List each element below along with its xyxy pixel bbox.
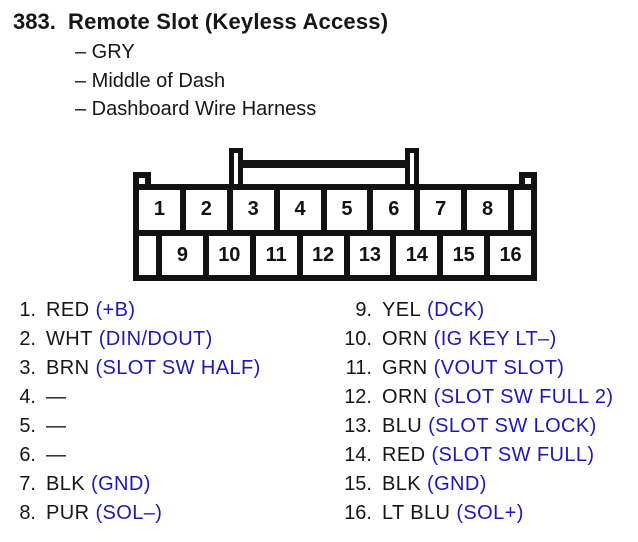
connector-pin-2: 2 <box>185 190 227 230</box>
pin-entry-7: 7. BLK(GND) <box>12 470 261 499</box>
connector-pin-9: 9 <box>162 235 203 275</box>
pin-wire-color: — <box>46 415 67 437</box>
pin-number: 7. <box>19 473 36 495</box>
attribute-connector-color: – GRY <box>75 41 135 63</box>
connector-latch-post-right <box>405 148 419 184</box>
connector-corner-tab-right <box>519 172 537 184</box>
connector-pin-5: 5 <box>326 190 368 230</box>
connector-diagram: 1 2 3 4 5 6 7 8 9 10 11 12 13 14 15 16 <box>133 148 537 281</box>
pin-entry-1: 1. RED(+B) <box>12 296 261 325</box>
pin-wire-color: RED <box>382 444 426 466</box>
connector-pin-12: 12 <box>302 235 344 275</box>
connector-blank-cell <box>514 190 531 230</box>
pin-list-right: 9.YEL(DCK) 10.ORN(IG KEY LT–) 11.GRN(VOU… <box>336 296 613 528</box>
section-number: 383. <box>13 9 56 34</box>
connector-pin-13: 13 <box>349 235 391 275</box>
pin-wire-color: WHT <box>46 328 93 350</box>
pin-wire-color: PUR <box>46 502 90 524</box>
pin-entry-16: 16. LT BLU(SOL+) <box>336 499 613 528</box>
connector-pin-1: 1 <box>139 190 180 230</box>
connector-latch-bar <box>243 160 405 168</box>
connector-attributes: – GRY – Middle of Dash – Dashboard Wire … <box>75 38 316 124</box>
pin-wire-color: ORN <box>382 386 428 408</box>
pin-function: (SLOT SW LOCK) <box>428 415 597 437</box>
connector-latch-post-left <box>229 148 243 184</box>
pin-entry-14: 14. RED(SLOT SW FULL) <box>336 441 613 470</box>
pin-number: 9. <box>355 299 372 321</box>
pin-list-left: 1. RED(+B) 2. WHT(DIN/DOUT) 3. BRN(SLOT SW … <box>12 296 261 528</box>
pin-entry-15: 15. BLK(GND) <box>336 470 613 499</box>
pin-number: 5. <box>19 415 36 437</box>
pin-function: (SLOT SW FULL 2) <box>433 386 614 408</box>
pin-entry-12: 12. ORN(SLOT SW FULL 2) <box>336 383 613 412</box>
pin-number: 2. <box>19 328 36 350</box>
connector-pin-15: 15 <box>443 235 485 275</box>
connector-pin-3: 3 <box>232 190 274 230</box>
pin-number: 10. <box>344 328 372 350</box>
pin-entry-6: 6. — <box>12 441 261 470</box>
connector-blank-cell <box>139 235 156 275</box>
pin-wire-color: BLK <box>382 473 422 495</box>
pin-wire-color: GRN <box>382 357 428 379</box>
pin-wire-color: BRN <box>46 357 90 379</box>
pin-number: 12. <box>344 386 372 408</box>
pin-entry-4: 4. — <box>12 383 261 412</box>
pin-entry-2: 2. WHT(DIN/DOUT) <box>12 325 261 354</box>
connector-pin-10: 10 <box>208 235 250 275</box>
pin-wire-color: ORN <box>382 328 428 350</box>
pin-number: 13. <box>344 415 372 437</box>
pin-function: (DCK) <box>427 299 485 321</box>
page-title: Remote Slot (Keyless Access) <box>68 9 389 34</box>
pin-number: 6. <box>19 444 36 466</box>
pin-wire-color: BLK <box>46 473 86 495</box>
pin-entry-8: 8. PUR(SOL–) <box>12 499 261 528</box>
connector-pin-8: 8 <box>467 190 508 230</box>
pin-wire-color: BLU <box>382 415 423 437</box>
connector-pin-6: 6 <box>373 190 415 230</box>
pin-function: (DIN/DOUT) <box>98 328 213 350</box>
pin-wire-color: LT BLU <box>382 502 451 524</box>
pin-number: 15. <box>344 473 372 495</box>
pin-function: (SOL+) <box>456 502 524 524</box>
pin-function: (SLOT SW FULL) <box>431 444 595 466</box>
pin-function: (+B) <box>95 299 136 321</box>
pin-function: (SOL–) <box>95 502 163 524</box>
pin-function: (SLOT SW HALF) <box>95 357 261 379</box>
connector-pin-16: 16 <box>490 235 531 275</box>
pin-wire-color: RED <box>46 299 90 321</box>
pin-function: (VOUT SLOT) <box>433 357 565 379</box>
attribute-location: – Middle of Dash <box>75 69 226 92</box>
connector-corner-tab-left <box>133 172 151 184</box>
pin-entry-3: 3. BRN(SLOT SW HALF) <box>12 354 261 383</box>
pin-wire-color: — <box>46 444 67 466</box>
pin-entry-11: 11. GRN(VOUT SLOT) <box>336 354 613 383</box>
connector-pin-11: 11 <box>255 235 297 275</box>
pin-entry-13: 13. BLU(SLOT SW LOCK) <box>336 412 613 441</box>
pin-number: 14. <box>344 444 372 466</box>
pin-number: 4. <box>19 386 36 408</box>
connector-top-row: 1 2 3 4 5 6 7 8 <box>139 190 531 230</box>
pin-entry-5: 5. — <box>12 412 261 441</box>
pin-number: 8. <box>19 502 36 524</box>
pin-number: 1. <box>19 299 36 321</box>
connector-body: 1 2 3 4 5 6 7 8 9 10 11 12 13 14 15 16 <box>133 184 537 281</box>
pin-entry-10: 10. ORN(IG KEY LT–) <box>336 325 613 354</box>
pin-wire-color: — <box>46 386 67 408</box>
connector-pin-7: 7 <box>420 190 462 230</box>
pin-number: 16. <box>344 502 372 524</box>
pin-function: (GND) <box>427 473 487 495</box>
attribute-harness: – Dashboard Wire Harness <box>75 98 317 120</box>
connector-bottom-row: 9 10 11 12 13 14 15 16 <box>139 235 531 275</box>
pin-number: 3. <box>19 357 36 379</box>
pin-wire-color: YEL <box>382 299 422 321</box>
pin-function: (GND) <box>91 473 151 495</box>
pin-function: (IG KEY LT–) <box>433 328 557 350</box>
pin-number: 11. <box>345 357 372 379</box>
connector-pin-14: 14 <box>396 235 438 275</box>
pin-entry-9: 9. YEL(DCK) <box>336 296 613 325</box>
connector-pin-4: 4 <box>279 190 321 230</box>
